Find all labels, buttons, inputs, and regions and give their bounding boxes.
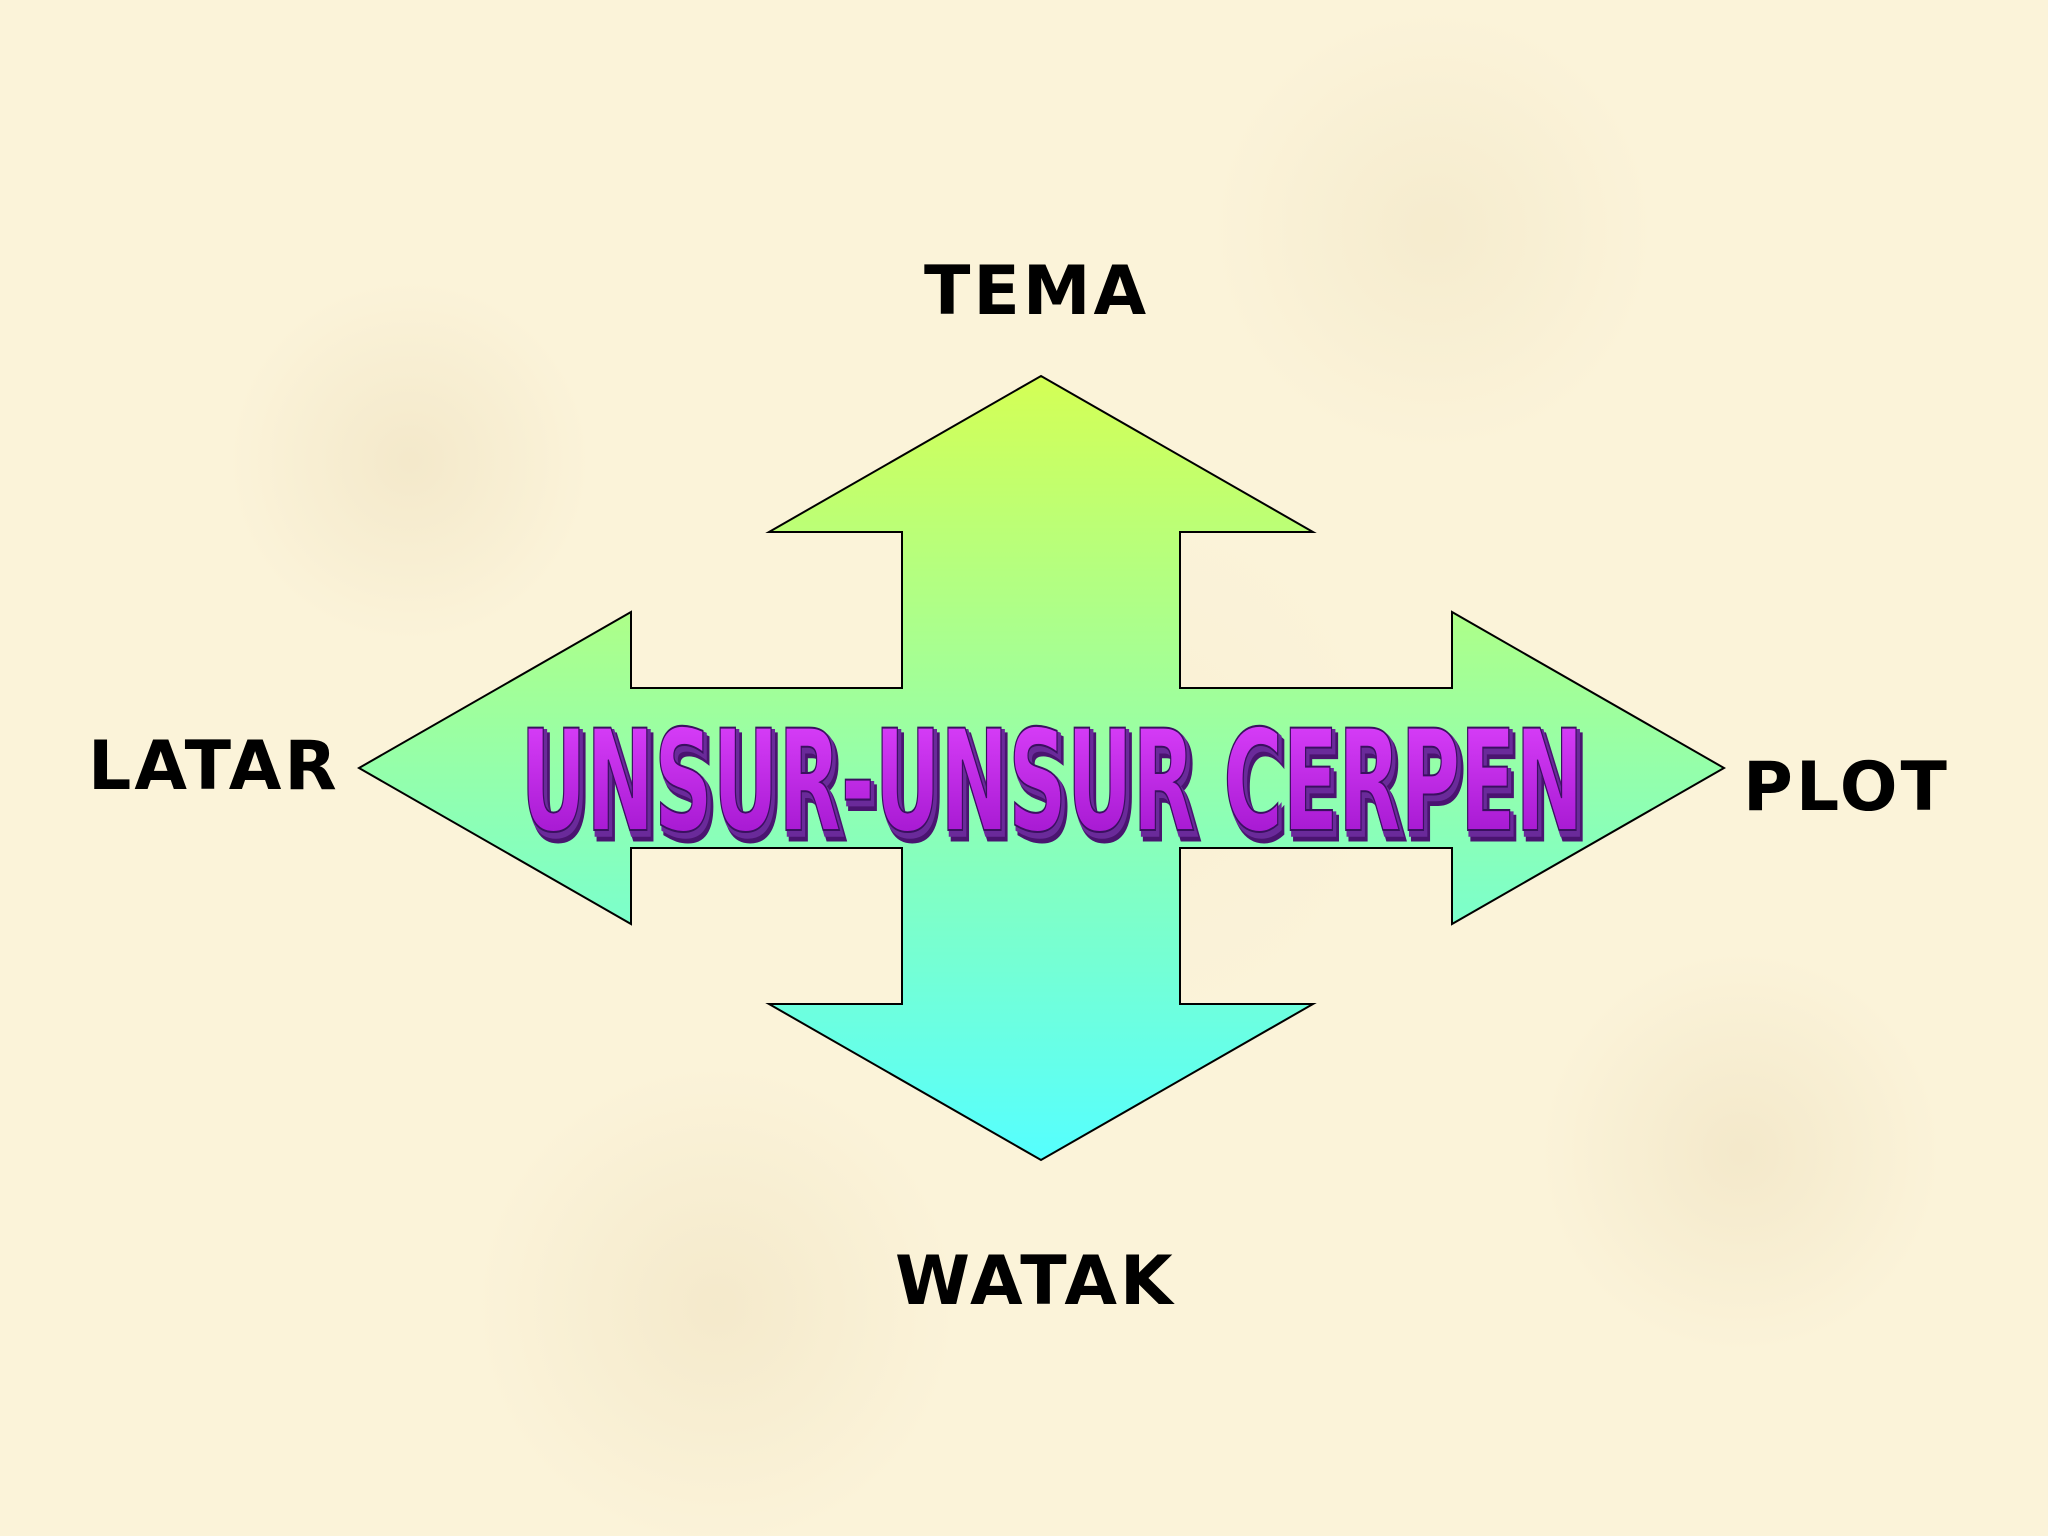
diagram-title-shadow-mid: UNSUR-UNSUR CERPEN <box>523 705 1586 868</box>
label-left: LATAR <box>88 727 340 806</box>
diagram-title: UNSUR-UNSUR CERPEN UNSUR-UNSUR CERPEN UN… <box>520 701 1591 875</box>
four-way-arrow-shape <box>356 374 1727 1162</box>
label-top: TEMA <box>924 252 1150 331</box>
label-bottom: WATAK <box>895 1242 1176 1321</box>
diagram-title-shadow: UNSUR-UNSUR CERPEN <box>525 710 1588 873</box>
label-right: PLOT <box>1743 748 1950 827</box>
diagram-title-text: UNSUR-UNSUR CERPEN <box>521 701 1584 864</box>
